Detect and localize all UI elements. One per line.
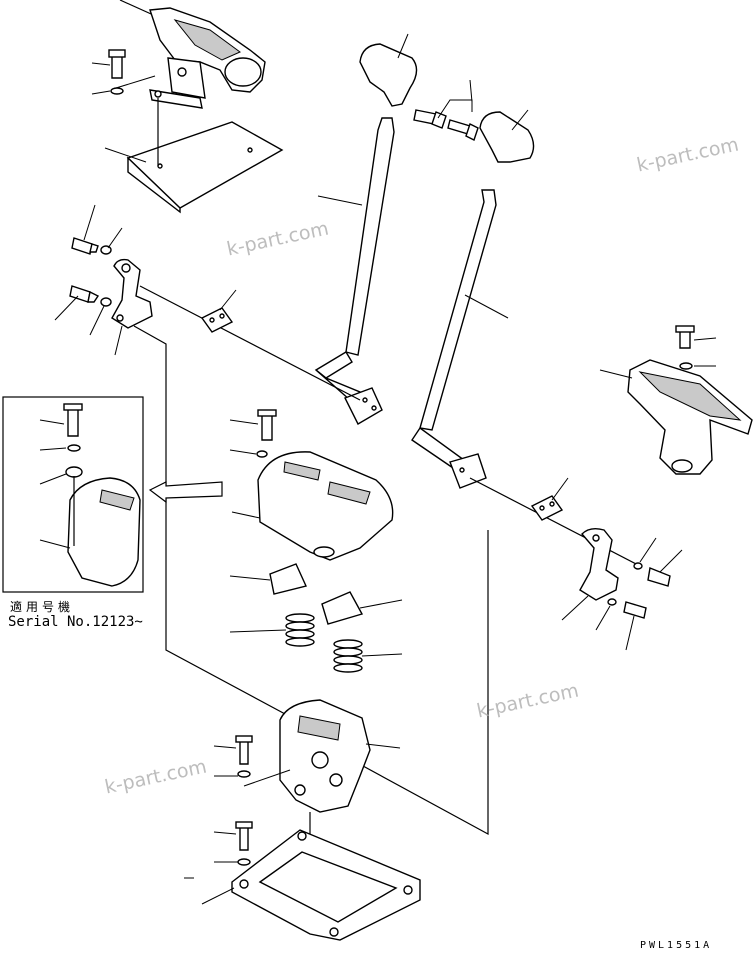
center-cover [229, 409, 394, 561]
serial-number-label: Serial No.12123~ [8, 614, 143, 630]
top-bolt-1 [91, 49, 156, 95]
right-link-rod [351, 477, 683, 836]
floor-plate [104, 98, 284, 214]
ppc-valve [279, 699, 401, 908]
knob-right [479, 109, 535, 163]
knob-bolts [413, 79, 479, 141]
valve-bolts [213, 735, 291, 866]
drawing-code: PWL1551A [640, 940, 713, 951]
lever-left [314, 117, 395, 425]
lever-right [411, 189, 509, 489]
gasket-plate [184, 829, 421, 941]
spring-seats-and-springs [229, 563, 403, 673]
serial-inset-box [2, 396, 223, 593]
left-pivot-bracket [54, 204, 153, 356]
right-cover-bracket [599, 325, 753, 475]
knob-left [359, 33, 418, 107]
serial-applicability-label: 適用号機 [10, 600, 75, 614]
upper-left-cover-bracket [119, 0, 266, 109]
